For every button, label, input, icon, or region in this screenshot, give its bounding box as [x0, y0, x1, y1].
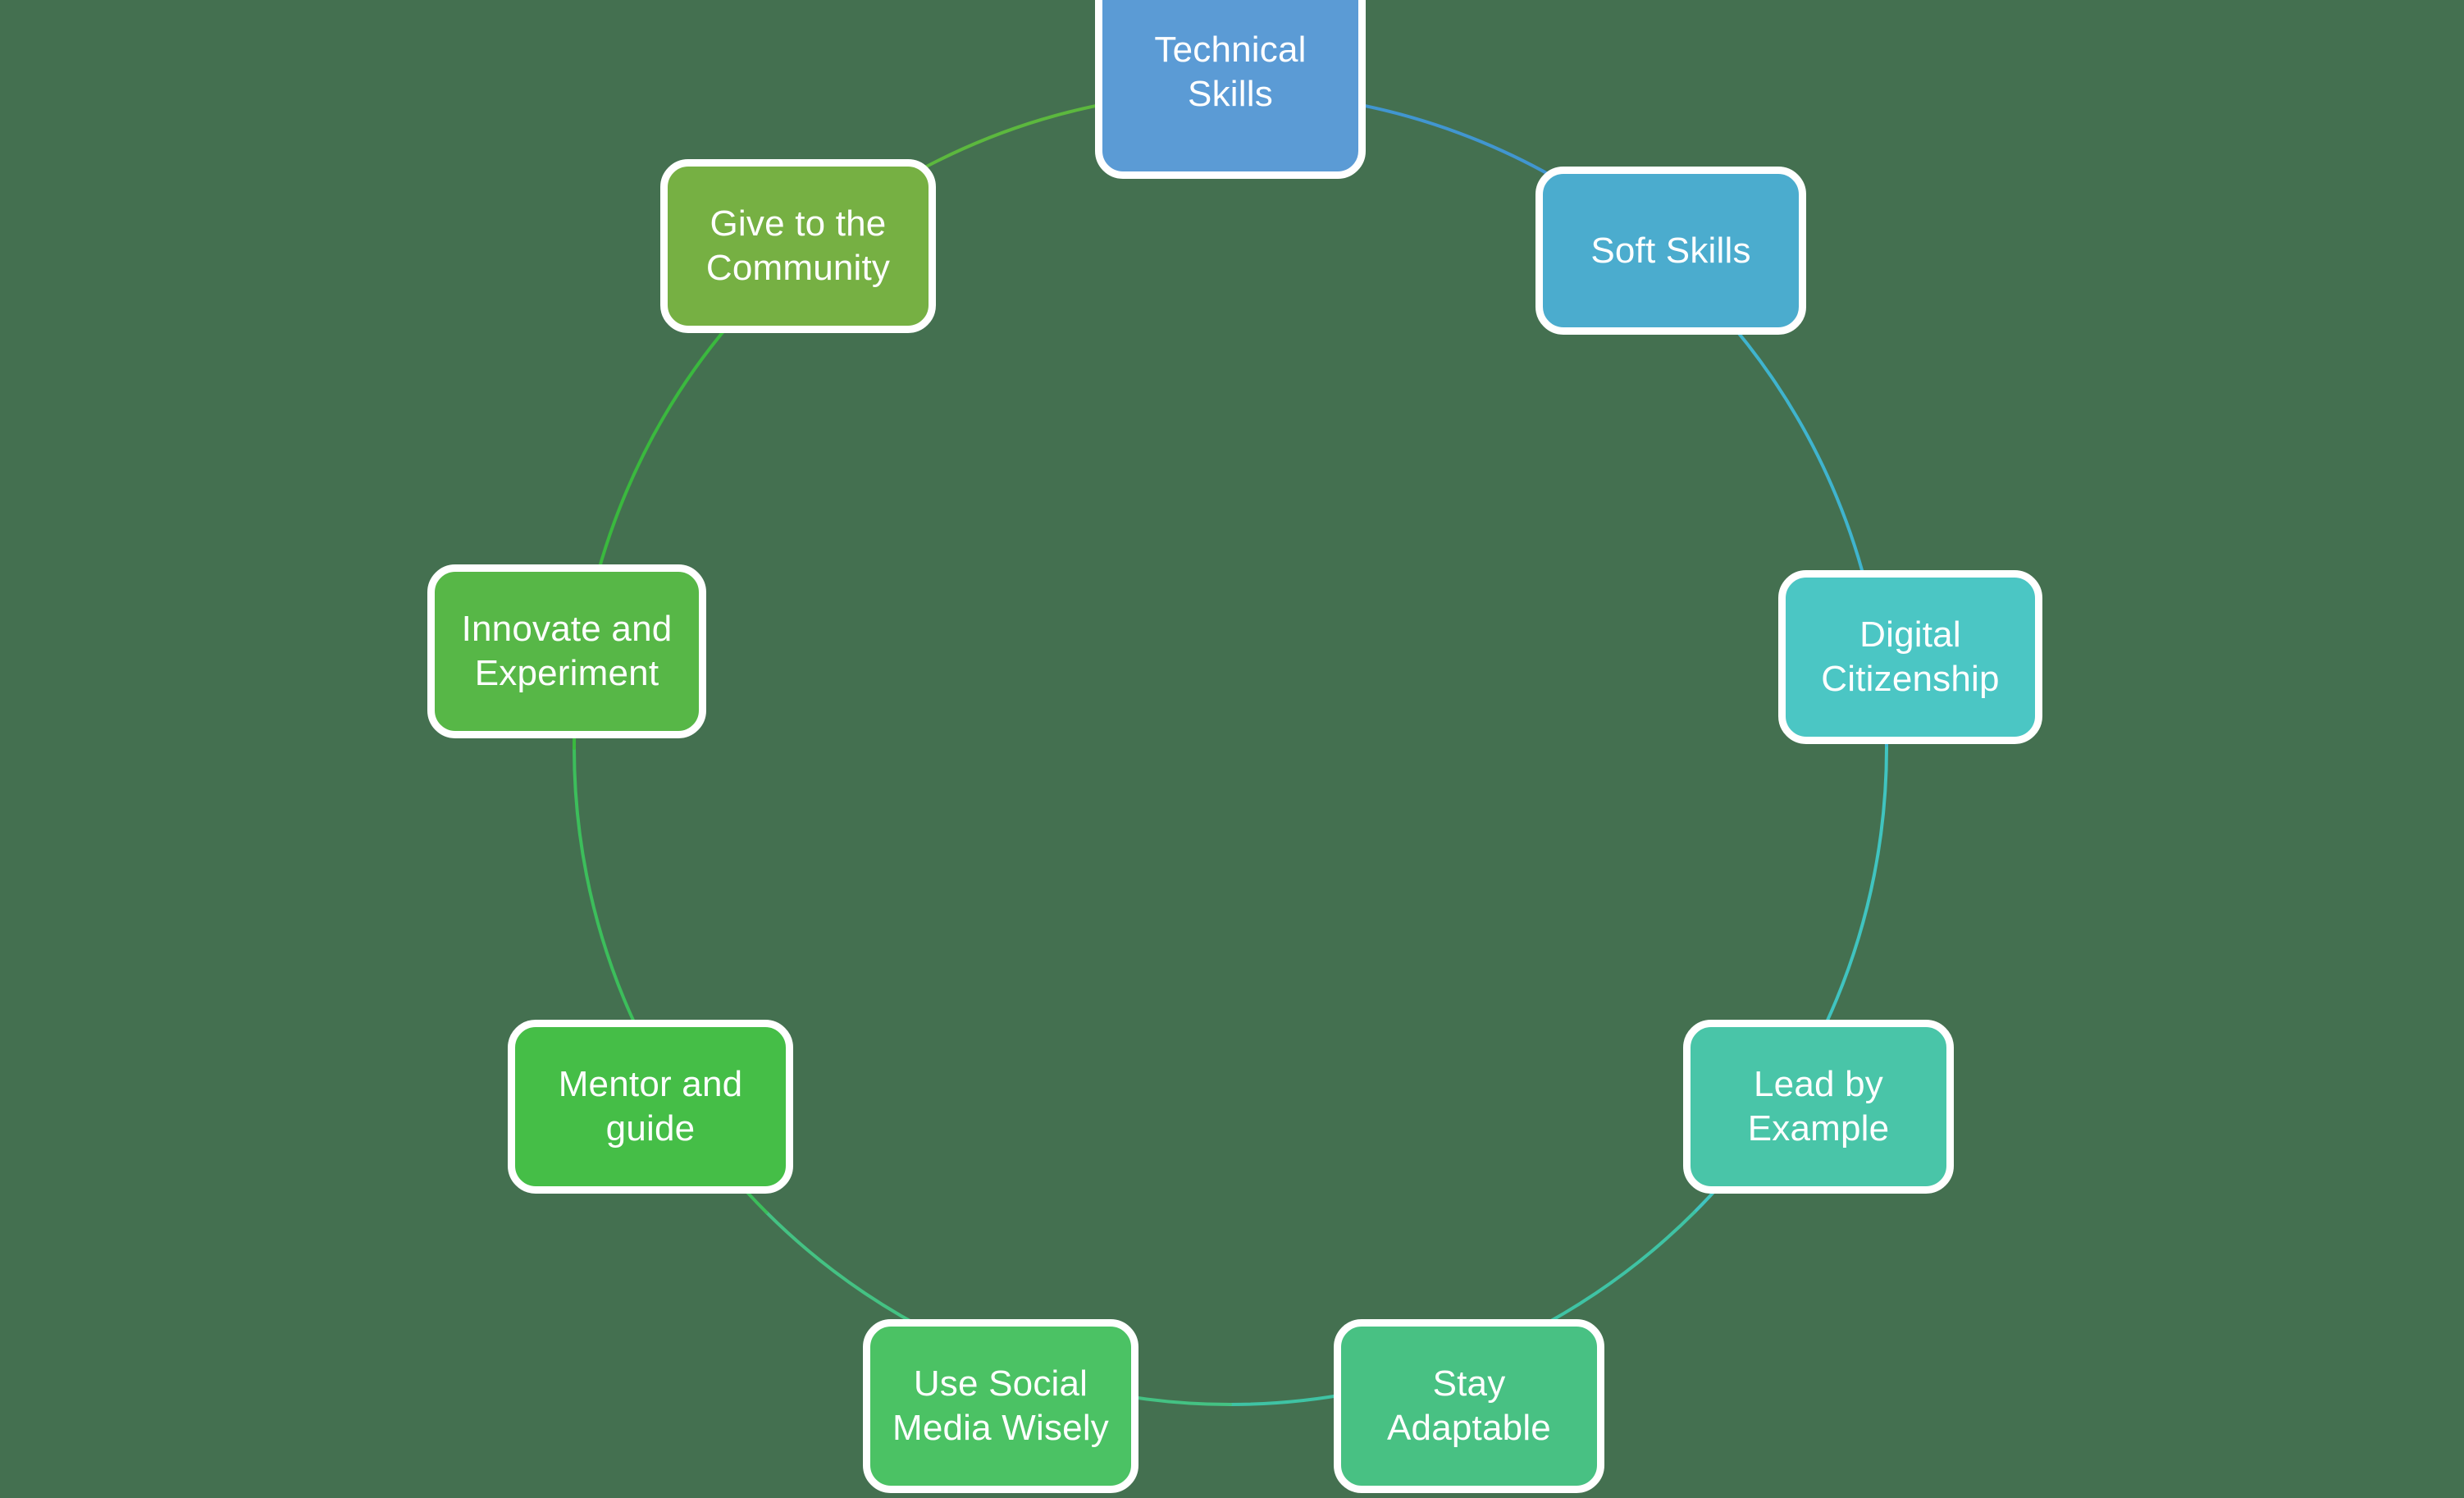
node-technical-skills[interactable]: Technical Skills	[1095, 0, 1366, 179]
node-digital-citizenship[interactable]: Digital Citizenship	[1778, 570, 2042, 744]
node-use-social-media-wisely[interactable]: Use Social Media Wisely	[863, 1319, 1138, 1493]
node-soft-skills[interactable]: Soft Skills	[1535, 167, 1806, 335]
node-innovate-and-experiment[interactable]: Innovate and Experiment	[427, 564, 706, 738]
node-stay-adaptable[interactable]: Stay Adaptable	[1334, 1319, 1604, 1493]
node-lead-by-example[interactable]: Lead by Example	[1683, 1020, 1954, 1194]
node-mentor-and-guide[interactable]: Mentor and guide	[508, 1020, 793, 1194]
node-give-to-the-community[interactable]: Give to the Community	[660, 159, 936, 333]
